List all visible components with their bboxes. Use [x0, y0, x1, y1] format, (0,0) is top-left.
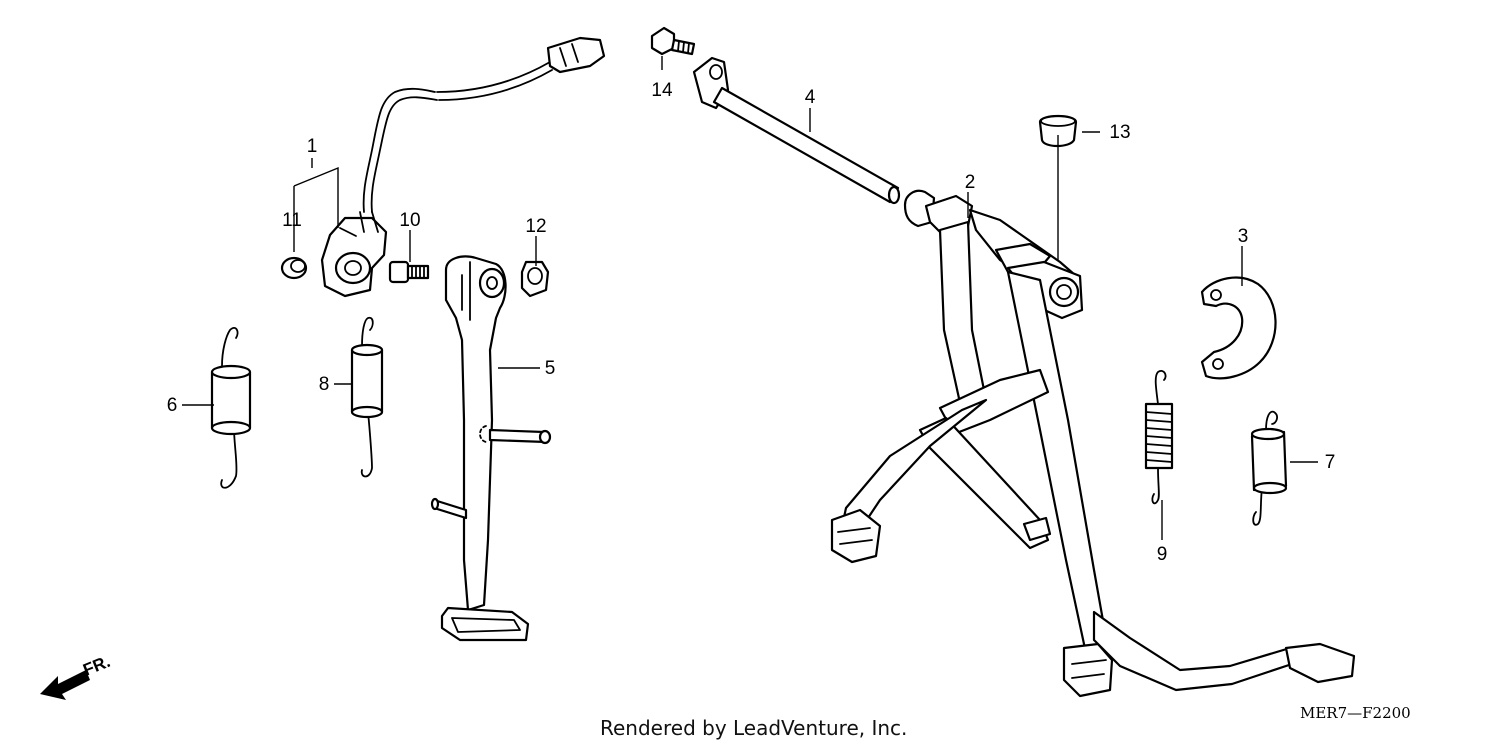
credit-text: Rendered by LeadVenture, Inc.	[600, 716, 908, 740]
part-12-collar[interactable]	[520, 260, 550, 298]
part-3-plate[interactable]	[1200, 276, 1277, 380]
part-11-nut[interactable]	[280, 256, 308, 280]
callout-8: 8	[319, 374, 330, 395]
callout-2: 2	[965, 172, 976, 193]
part-4-pivot-shaft[interactable]	[692, 56, 901, 205]
callout-11: 11	[282, 210, 302, 231]
part-5-side-stand[interactable]	[430, 255, 552, 642]
callout-14: 14	[651, 80, 673, 101]
part-2-main-stand[interactable]	[830, 189, 1356, 698]
callout-9: 9	[1157, 544, 1168, 565]
diagram-code: MER7—F2200	[1300, 704, 1411, 722]
callout-12: 12	[525, 216, 546, 237]
callout-6: 6	[167, 395, 178, 416]
callout-13: 13	[1109, 122, 1130, 143]
part-10-bolt[interactable]	[388, 260, 430, 284]
part-7-spring[interactable]	[1250, 410, 1288, 526]
front-direction-marker: FR.	[40, 652, 113, 700]
part-14-bolt[interactable]	[650, 26, 696, 56]
callout-3: 3	[1238, 226, 1249, 247]
front-arrow-icon	[40, 670, 90, 700]
front-marker-label: FR.	[80, 652, 113, 680]
part-13-cap[interactable]	[1038, 114, 1078, 148]
part-side-stand-switch[interactable]	[320, 36, 606, 298]
callout-10: 10	[399, 210, 420, 231]
callout-labels: 1 2 3 4 5 6 7 8 9 10 11 12 13 14	[167, 80, 1336, 565]
part-9-spring[interactable]	[1144, 370, 1174, 505]
part-8-spring[interactable]	[350, 316, 384, 478]
callout-4: 4	[805, 87, 816, 108]
callout-1: 1	[307, 136, 318, 157]
callout-7: 7	[1325, 452, 1336, 473]
part-6-spring[interactable]	[210, 327, 252, 489]
callout-5: 5	[545, 358, 556, 379]
leader-lines	[182, 56, 1318, 540]
